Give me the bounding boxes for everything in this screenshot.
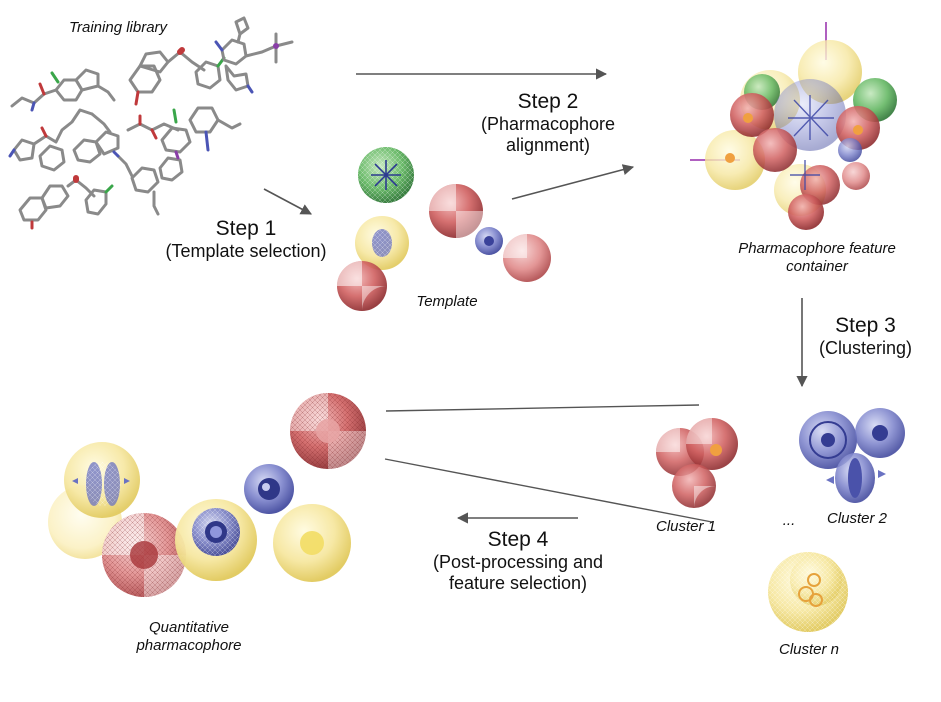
cluster-2-spheres — [799, 408, 905, 503]
template-label: Template — [416, 293, 478, 310]
step4-block: Step 4 (Post-processing and feature sele… — [418, 528, 618, 594]
molecule-7 — [112, 150, 184, 216]
cluster-n-label: Cluster n — [778, 641, 840, 658]
arrow-template-to-container — [511, 164, 635, 200]
training-library-molecules — [8, 16, 294, 230]
quantitative-pharmacophore-label-1: Quantitative — [148, 619, 230, 636]
step1-subtitle: (Template selection) — [165, 241, 327, 262]
feature-container-label-2: container — [786, 258, 848, 275]
step3-subtitle: (Clustering) — [818, 338, 913, 359]
template-red-sphere-2 — [429, 184, 483, 238]
feature-container-label-1: Pharmacophore feature — [738, 240, 896, 257]
step2-subtitle-1: (Pharmacophore — [480, 114, 616, 135]
template-red-sphere-1 — [337, 261, 387, 311]
quantitative-pharmacophore-label: Quantitative pharmacophore — [108, 619, 270, 655]
molecule-5 — [72, 112, 120, 164]
step4-subtitle-2: feature selection) — [448, 572, 588, 593]
template-yellow-sphere — [355, 216, 409, 270]
step1-title: Step 1 — [215, 217, 277, 240]
feature-container-label: Pharmacophore feature container — [724, 240, 910, 276]
step4-subtitle-1: (Post-processing and — [432, 552, 604, 573]
step4-title: Step 4 — [487, 528, 549, 551]
template-features — [337, 147, 551, 311]
quantitative-pharmacophore-spheres — [48, 393, 366, 597]
molecule-8 — [18, 175, 114, 230]
connector-line-upper — [385, 404, 700, 412]
step3-title: Step 3 — [835, 314, 896, 337]
cluster-1-spheres — [656, 418, 738, 508]
cluster-1-label: Cluster 1 — [655, 518, 717, 535]
step3-block: Step 3 (Clustering) — [808, 314, 923, 359]
molecule-4 — [8, 108, 94, 172]
template-green-sphere — [358, 147, 414, 203]
step2-subtitle-2: alignment) — [505, 134, 591, 155]
arrow-library-to-template — [263, 188, 312, 215]
template-red-sphere-3 — [503, 234, 551, 282]
cluster-2-label: Cluster 2 — [826, 510, 888, 527]
connector-line-lower — [384, 458, 713, 523]
step2-block: Step 2 (Pharmacophore alignment) — [458, 90, 638, 156]
molecule-1 — [10, 68, 116, 112]
feature-container-cloud — [690, 22, 897, 230]
molecule-6 — [126, 106, 242, 154]
step2-title: Step 2 — [517, 90, 579, 113]
step1-block: Step 1 (Template selection) — [150, 217, 342, 262]
training-library-label: Training library — [68, 19, 168, 36]
cluster-n-spheres — [768, 552, 848, 632]
template-blue-sphere — [475, 227, 503, 255]
molecule-2 — [128, 47, 226, 106]
quantitative-pharmacophore-label-2: pharmacophore — [136, 637, 242, 654]
cluster-ellipsis: ... — [782, 512, 796, 529]
molecule-3 — [214, 16, 294, 94]
